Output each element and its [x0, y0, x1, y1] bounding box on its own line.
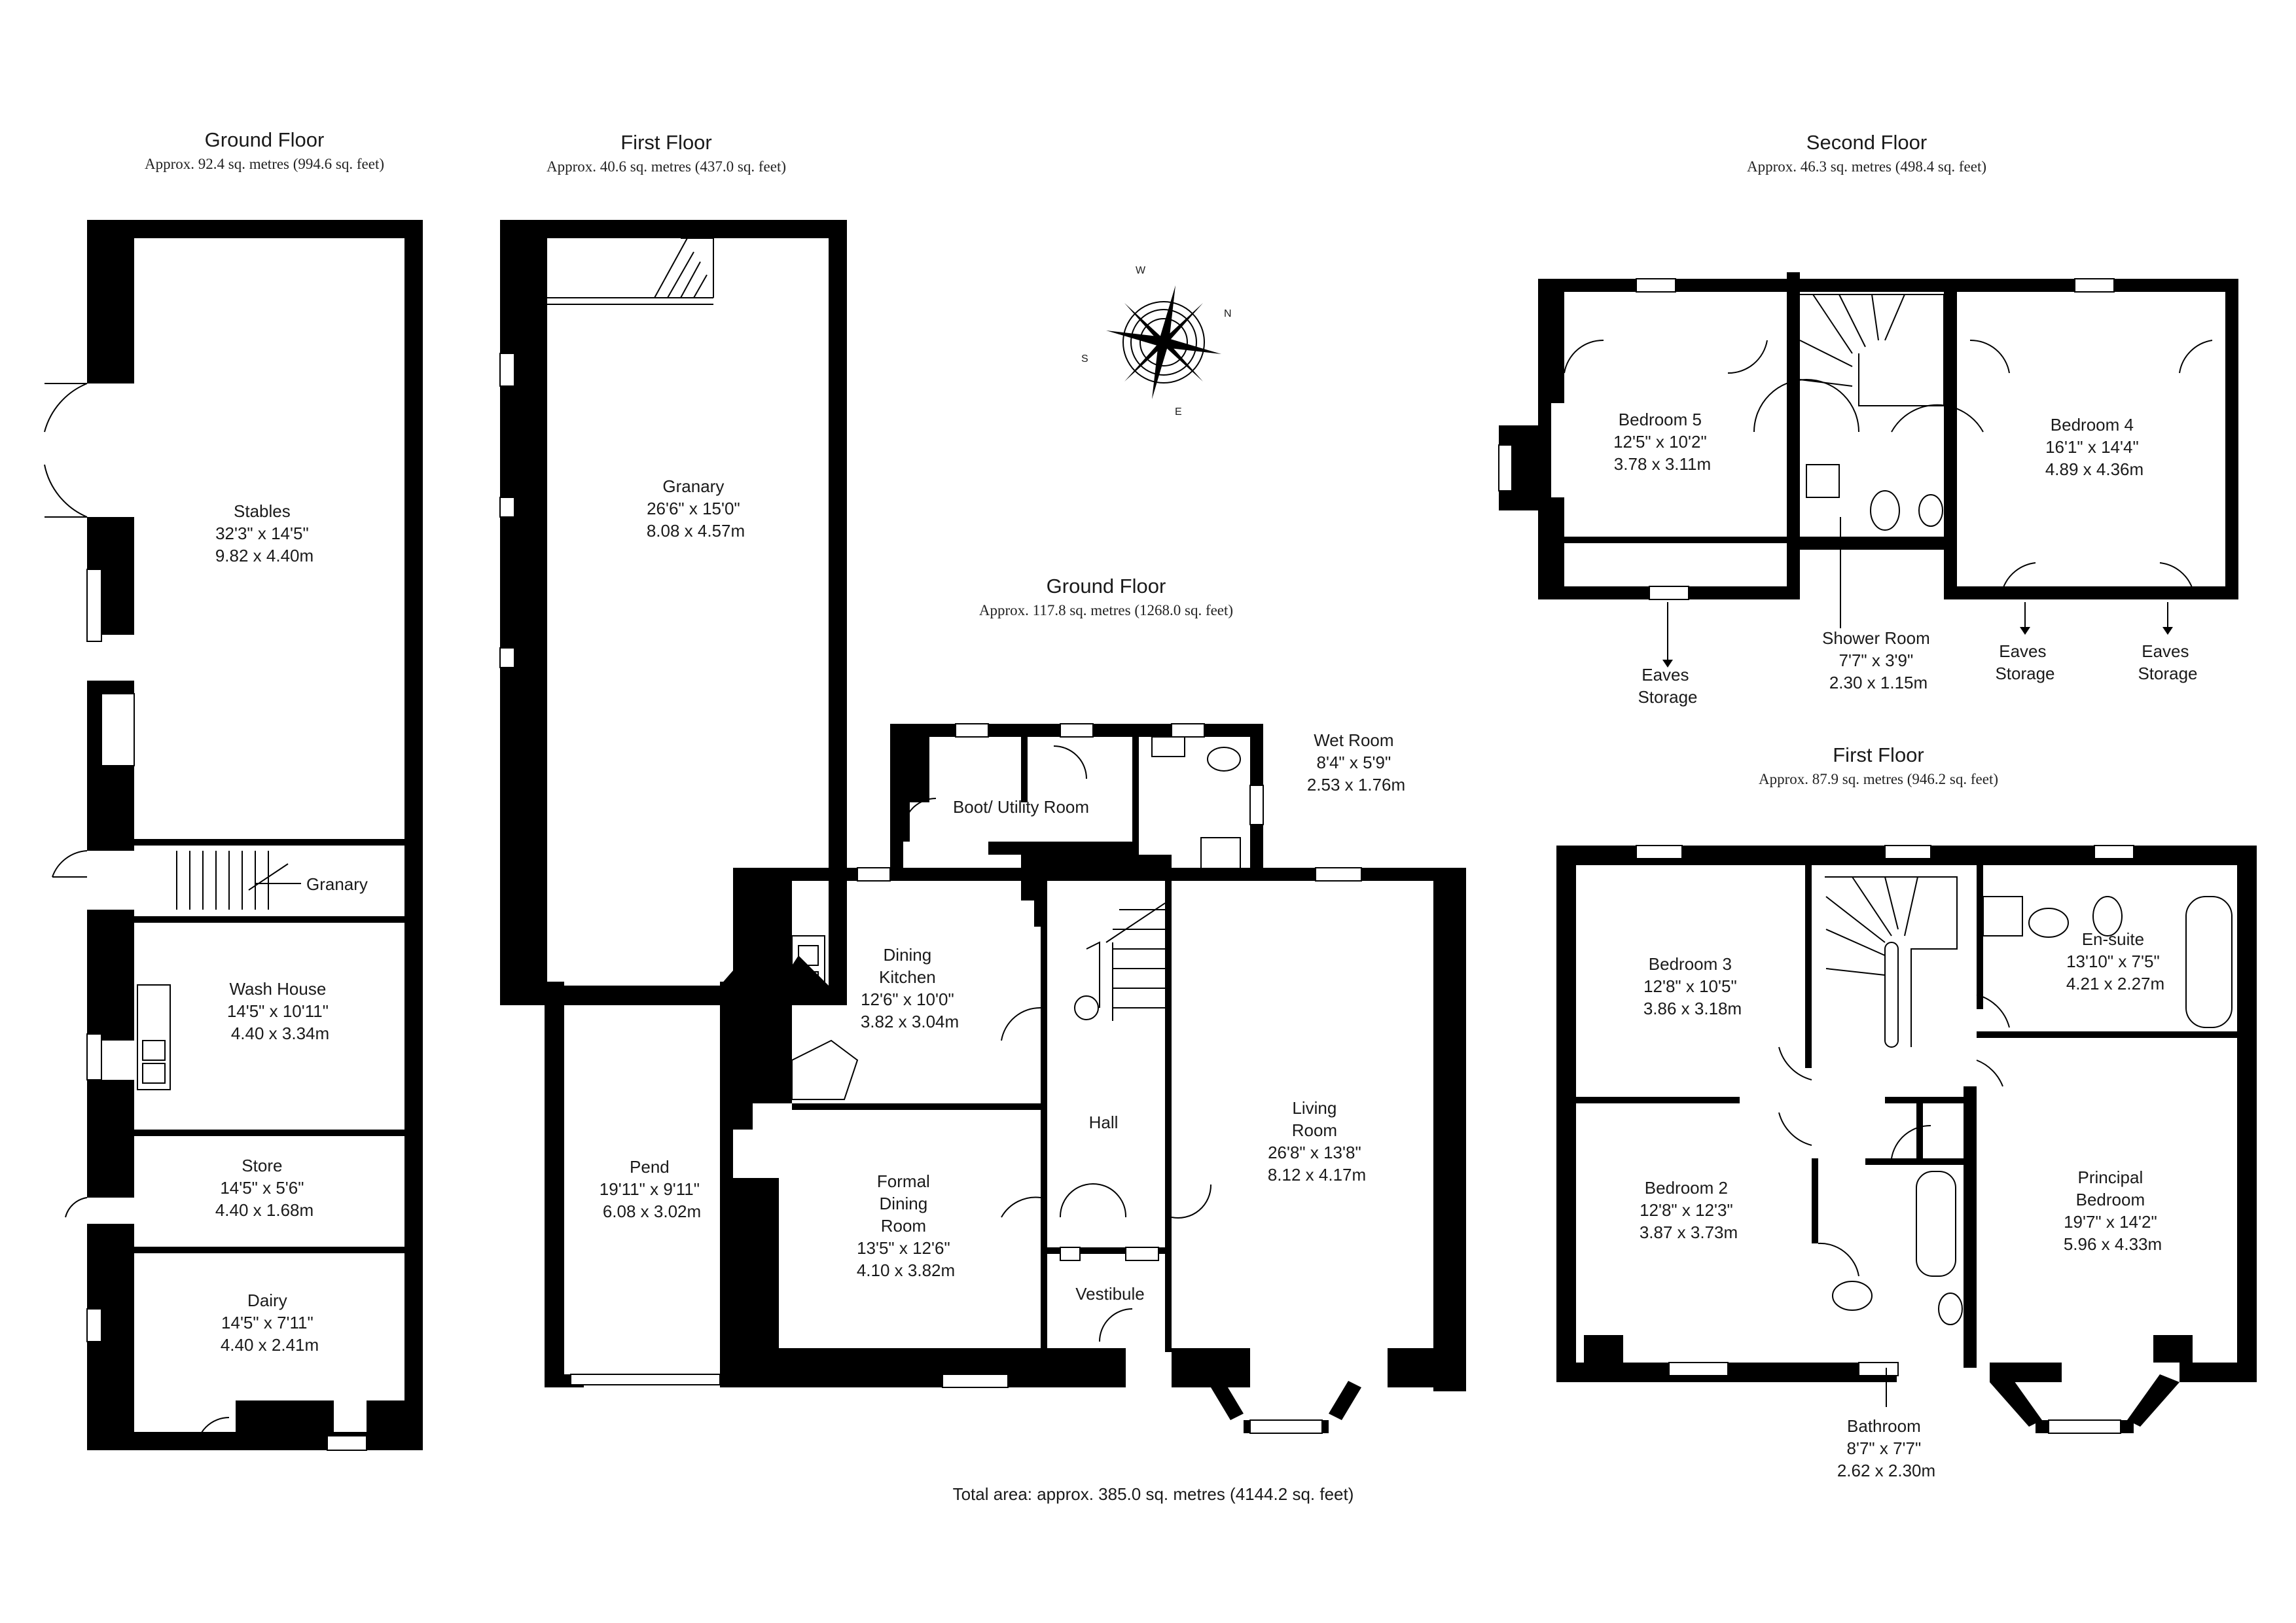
compass-e: E [1175, 406, 1182, 418]
entrance-arrow-icon [1102, 1351, 1118, 1373]
room-label-boot-utility: Boot/ Utility Room [953, 797, 1089, 817]
floor-title: First Floor [1833, 743, 1924, 766]
room-label-en-suite: En-suite 13'10" x 7'5" 4.21 x 2.27m [2066, 929, 2164, 993]
floor-area: Approx. 92.4 sq. metres (994.6 sq. feet) [145, 156, 384, 172]
room-label-store: Store 14'5" x 5'6" 4.40 x 1.68m [215, 1156, 314, 1220]
room-label-hall: Hall [1089, 1113, 1119, 1132]
floor-title: Second Floor [1806, 131, 1927, 154]
room-label-granary: Granary 26'6" x 15'0" 8.08 x 4.57m [647, 476, 745, 541]
room-label-eaves-storage-2: Eaves Storage [1995, 641, 2054, 683]
room-label-eaves-storage-3: Eaves Storage [2138, 641, 2197, 683]
room-label-bathroom: Bathroom 8'7" x 7'7" 2.62 x 2.30m [1837, 1416, 1935, 1480]
room-label-wash-house: Wash House 14'5" x 10'11" 4.40 x 3.34m [227, 979, 333, 1043]
room-label-formal-dining: Formal Dining Room 13'5" x 12'6" 4.10 x … [857, 1171, 955, 1280]
floor-title: Ground Floor [1047, 575, 1166, 597]
compass-rose: W N E S [1081, 265, 1232, 418]
compass-n: N [1224, 308, 1232, 319]
floor-area: Approx. 117.8 sq. metres (1268.0 sq. fee… [979, 602, 1233, 618]
total-area: Total area: approx. 385.0 sq. metres (41… [953, 1484, 1354, 1504]
room-label-shower-room: Shower Room 7'7" x 3'9" 2.30 x 1.15m [1822, 628, 1935, 692]
floor-area: Approx. 40.6 sq. metres (437.0 sq. feet) [547, 158, 786, 175]
outbuilding-ground-floor: Ground Floor Approx. 92.4 sq. metres (99… [44, 128, 423, 1451]
compass-s: S [1081, 353, 1088, 365]
room-label-eaves-storage-1: Eaves Storage [1638, 665, 1697, 707]
room-label-bedroom-2: Bedroom 2 12'8" x 12'3" 3.87 x 3.73m [1640, 1178, 1738, 1242]
floor-title: Ground Floor [205, 128, 325, 151]
room-label-stables: Stables 32'3" x 14'5" 9.82 x 4.40m [215, 501, 314, 565]
room-label-pend: Pend 19'11" x 9'11" 6.08 x 3.02m [600, 1157, 704, 1221]
room-label-principal-bedroom: Principal Bedroom 19'7" x 14'2" 5.96 x 4… [2064, 1168, 2162, 1254]
room-label-vestibule: Vestibule [1075, 1284, 1145, 1304]
floor-area: Approx. 87.9 sq. metres (946.2 sq. feet) [1759, 771, 1998, 787]
room-label-bedroom-4: Bedroom 4 16'1" x 14'4" 4.89 x 4.36m [2045, 415, 2144, 479]
compass-needle [1158, 285, 1175, 342]
room-label-living-room: Living Room 26'8" x 13'8" 8.12 x 4.17m [1268, 1098, 1366, 1185]
room-label-dairy: Dairy 14'5" x 7'11" 4.40 x 2.41m [221, 1291, 319, 1355]
floor-area: Approx. 46.3 sq. metres (498.4 sq. feet) [1747, 158, 1986, 175]
floor-title: First Floor [620, 131, 712, 154]
stair-label-granary: Granary [306, 874, 368, 894]
room-label-bedroom-3: Bedroom 3 12'8" x 10'5" 3.86 x 3.18m [1643, 954, 1742, 1018]
room-label-bedroom-5: Bedroom 5 12'5" x 10'2" 3.78 x 3.11m [1613, 410, 1712, 474]
room-label-wet-room: Wet Room 8'4" x 5'9" 2.53 x 1.76m [1307, 730, 1405, 794]
room-label-dining-kitchen: Dining Kitchen 12'6" x 10'0" 3.82 x 3.04… [861, 945, 959, 1031]
house-second-floor: Second Floor Approx. 46.3 sq. metres (49… [1498, 131, 2238, 707]
house-first-floor: First Floor Approx. 87.9 sq. metres (946… [1556, 743, 2257, 1480]
compass-w: W [1136, 265, 1146, 276]
house-ground-floor: Ground Floor Approx. 117.8 sq. metres (1… [545, 575, 1466, 1434]
